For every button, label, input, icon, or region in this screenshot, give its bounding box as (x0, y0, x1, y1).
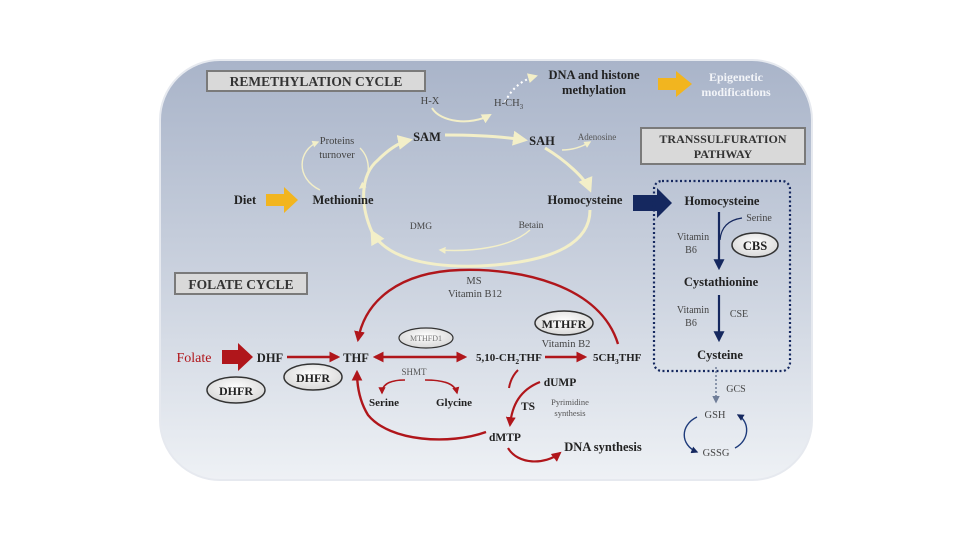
hx-label: H-X (421, 96, 440, 107)
proteins-turnover-line1: Proteins (320, 136, 354, 147)
dhfr-enzyme-badge-left: DHFR (206, 376, 266, 404)
mthfd1-enzyme-badge: MTHFD1 (398, 327, 454, 349)
dna-methylation-label-line1: DNA and histone (549, 68, 640, 82)
cbs-label: CBS (743, 239, 767, 253)
dna-methylation-label-line2: methylation (562, 83, 626, 97)
epigenetic-label-line1: Epigenetic (709, 70, 764, 84)
mthfr-enzyme-badge: MTHFR (534, 310, 594, 336)
dmg-label: DMG (410, 222, 432, 232)
ts-vitamin-b6-line1: Vitamin (677, 232, 709, 243)
adenosine-label: Adenosine (578, 132, 617, 142)
ts-homocysteine-label: Homocysteine (685, 194, 760, 208)
mthfr-label: MTHFR (542, 317, 587, 331)
ts-vitamin-b6-2-line2: B6 (685, 318, 697, 329)
ms-label: MS (466, 276, 481, 287)
pyrimidine-line2: synthesis (554, 408, 585, 418)
ts-vitamin-b6-2-line1: Vitamin (677, 305, 709, 316)
homocysteine-label: Homocysteine (548, 193, 623, 207)
dhfr-left-label: DHFR (219, 384, 253, 398)
dump-label: dUMP (544, 377, 577, 389)
ts-serine-label: Serine (746, 213, 772, 224)
dmtp-label: dMTP (489, 432, 521, 444)
vitamin-b2-label: Vitamin B2 (542, 339, 591, 350)
mthfd1-label: MTHFD1 (410, 334, 442, 343)
transsulfuration-header: TRANSSULFURATION PATHWAY (640, 127, 806, 165)
cse-label: CSE (730, 309, 748, 320)
cystathionine-label: Cystathionine (684, 275, 759, 289)
folate-input-arrow (222, 343, 253, 371)
betain-label: Betain (519, 221, 544, 231)
gsh-label: GSH (704, 410, 725, 421)
thf-return-arc (351, 369, 487, 441)
remethylation-header: REMETHYLATION CYCLE (206, 70, 426, 92)
cysteine-label: Cysteine (697, 348, 743, 362)
folate-header: FOLATE CYCLE (174, 272, 308, 295)
methyl-thf-label: 5CH3THF (593, 352, 642, 366)
diet-label: Diet (234, 193, 257, 207)
hch3-label: H-CH3 (494, 98, 524, 111)
dna-synthesis-label: DNA synthesis (564, 440, 642, 454)
thf-label: THF (343, 351, 369, 365)
diet-arrow (266, 187, 298, 213)
shmt-label: SHMT (401, 367, 427, 377)
transsulfuration-title-line2: PATHWAY (694, 147, 753, 161)
folate-label: Folate (177, 351, 212, 366)
dhf-label: DHF (257, 351, 284, 365)
gssg-label: GSSG (703, 448, 730, 459)
sam-label: SAM (413, 130, 441, 144)
pyrimidine-line1: Pyrimidine (551, 397, 589, 407)
cbs-enzyme-badge: CBS (731, 232, 779, 258)
transsulfuration-box (652, 179, 792, 373)
gcs-label: GCS (726, 384, 745, 395)
transsulfuration-title-line1: TRANSSULFURATION (659, 132, 786, 146)
methionine-label: Methionine (312, 193, 374, 207)
dhfr-enzyme-badge-right: DHFR (283, 363, 343, 391)
vitamin-b12-label: Vitamin B12 (448, 289, 502, 300)
ts-label: TS (521, 401, 535, 413)
folate-title: FOLATE CYCLE (188, 277, 293, 292)
ms-arc (354, 268, 620, 345)
remethylation-title: REMETHYLATION CYCLE (230, 74, 403, 89)
epigenetic-arrow (658, 71, 692, 97)
epigenetic-label-line2: modifications (701, 85, 771, 99)
sah-label: SAH (529, 134, 555, 148)
remethylation-cycle-arc (362, 135, 413, 233)
transsulfuration-arrow (633, 188, 672, 218)
proteins-turnover-line2: turnover (319, 150, 355, 161)
ts-vitamin-b6-line2: B6 (685, 245, 697, 256)
methylene-thf-label: 5,10-CH2THF (476, 352, 542, 366)
glycine-label: Glycine (436, 397, 472, 409)
serine-label: Serine (369, 397, 399, 409)
dhfr-right-label: DHFR (296, 371, 330, 385)
